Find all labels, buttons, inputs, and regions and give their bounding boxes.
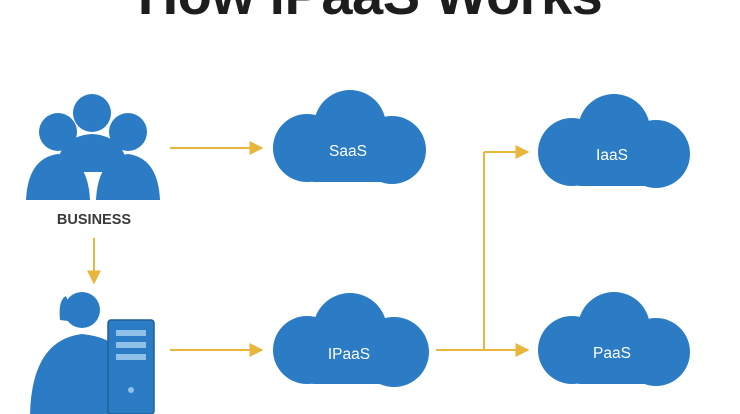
cloud-paas: PaaS	[538, 292, 690, 386]
cloud-saas-label: SaaS	[329, 143, 367, 160]
business-label: BUSINESS	[57, 212, 131, 228]
page-title: How iPaaS Works	[0, 0, 740, 23]
cloud-iaas: IaaS	[538, 94, 690, 188]
people-group-icon	[26, 94, 160, 200]
cloud-ipaas-label: IPaaS	[328, 346, 370, 363]
connectors	[87, 141, 530, 357]
person-server-icon	[30, 292, 155, 414]
cloud-paas-label: PaaS	[593, 345, 631, 362]
cloud-saas: SaaS	[273, 90, 426, 184]
cloud-iaas-label: IaaS	[596, 147, 628, 164]
cloud-ipaas: IPaaS	[273, 293, 429, 387]
